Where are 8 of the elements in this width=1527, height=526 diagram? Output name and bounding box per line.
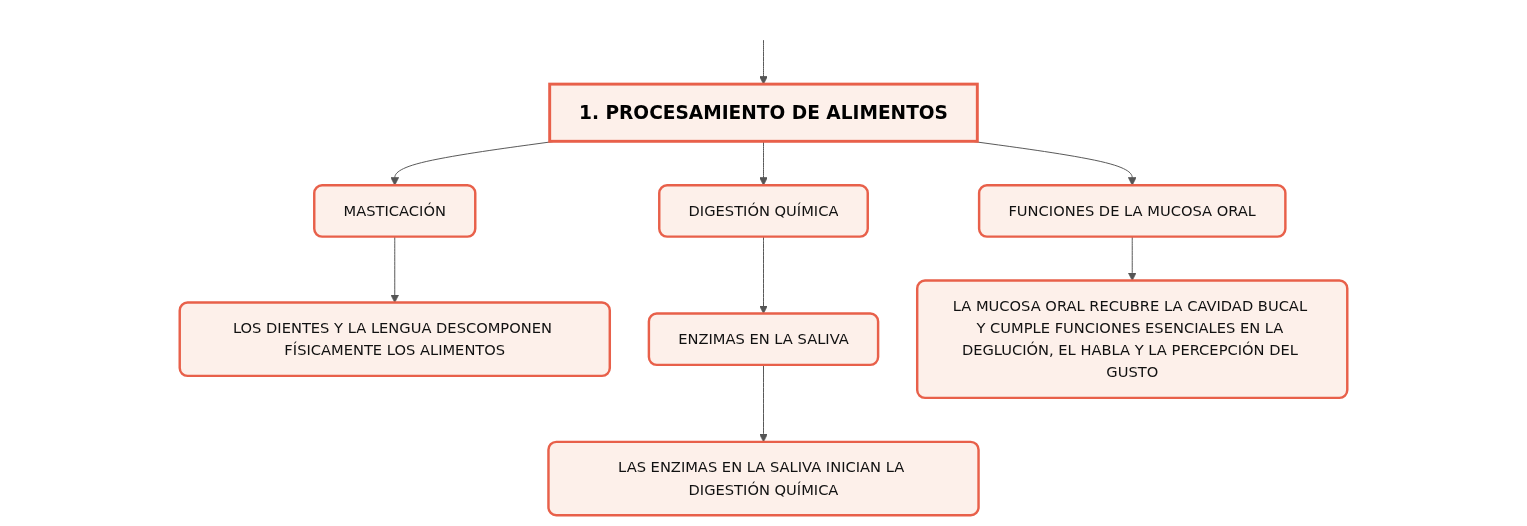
node-box: 1. PROCESAMIENTO DE ALIMENTOS [548, 82, 979, 143]
node-box: LOS DIENTES Y LA LENGUA DESCOMPONEN FÍSICAMENTE LOS ALIMENTOS [178, 301, 611, 378]
node-box: LAS ENZIMAS EN LA SALIVA INICIAN LA DIGESTIÓN QUÍMICA [547, 440, 980, 517]
node-box: LA MUCOSA ORAL RECUBRE LA CAVIDAD BUCAL Y CUMPLE FUNCIONES ESENCIALES EN LA DEGLUCIÓN, EL HABLA Y LA PERCEPCIÓN DEL GUSTO [916, 279, 1349, 400]
node-box: DIGESTIÓN QUÍMICA [658, 184, 869, 238]
node-box: FUNCIONES DE LA MUCOSA ORAL [977, 184, 1287, 238]
node-box: MASTICACIÓN [313, 184, 477, 238]
node-box: ENZIMAS EN LA SALIVA [647, 312, 880, 367]
